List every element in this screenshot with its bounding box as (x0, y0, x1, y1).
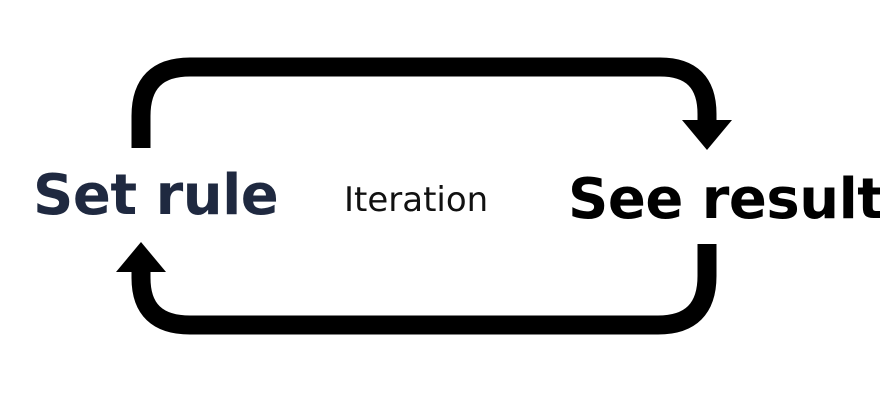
bottom-arrow-path (131, 244, 717, 335)
see-result-label: See result (568, 167, 880, 232)
top-arrow-head (682, 120, 732, 150)
set-rule-label: Set rule (33, 163, 279, 228)
top-arrow-path (131, 57, 717, 148)
iteration-label: Iteration (344, 180, 489, 220)
bottom-arrow-head (116, 242, 166, 272)
